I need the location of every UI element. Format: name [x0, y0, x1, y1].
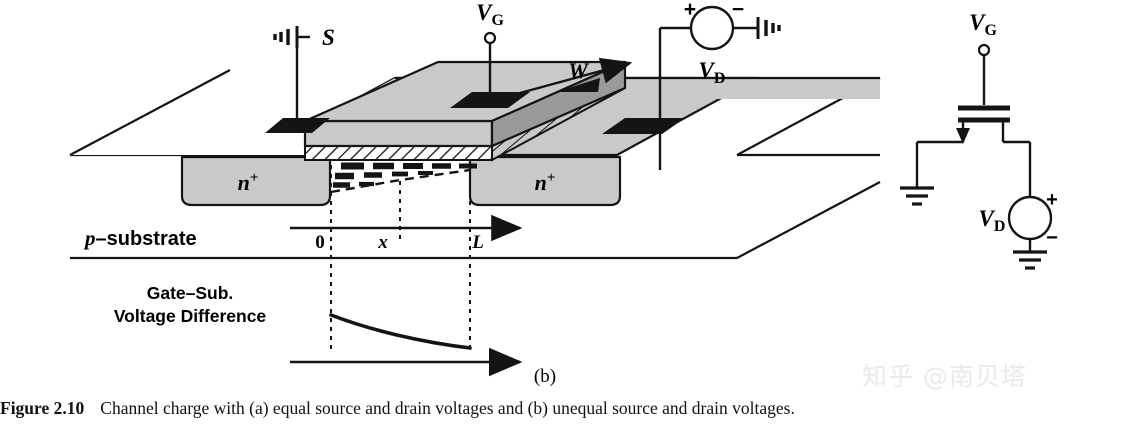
gate-voltage-label: VG: [476, 0, 504, 29]
figure-caption-text: Channel charge with (a) equal source and…: [100, 398, 795, 418]
substrate-word: –substrate: [96, 228, 197, 250]
plot-title-line1: Gate–Sub.: [147, 283, 234, 303]
voltage-difference-plot: Gate–Sub. Voltage Difference: [114, 283, 523, 377]
axis-tick-L: L: [471, 232, 484, 253]
equivalent-circuit-schematic: VG + − VD: [900, 10, 1058, 270]
nmos-arrow: [956, 128, 970, 144]
figure-number: Figure 2.10: [0, 398, 85, 418]
nplus-region-left: n+: [180, 155, 332, 207]
schematic-gate-label: VG: [969, 10, 997, 39]
axis-tick-x: x: [377, 232, 388, 253]
voltage-source-circle: [689, 5, 735, 51]
drain-terminal: + − VD: [658, 0, 781, 170]
schematic-minus: −: [1046, 227, 1058, 249]
svg-text:p–substrate: p–substrate: [83, 226, 197, 250]
substrate-p: p: [83, 226, 96, 250]
depletion-boundary: [330, 168, 471, 194]
width-label: W: [568, 58, 589, 83]
schematic-gate-node: [977, 43, 991, 57]
plot-title-line2: Voltage Difference: [114, 306, 267, 326]
schematic-plus: +: [1046, 189, 1058, 211]
nplus-region-right: n+: [468, 155, 622, 207]
schematic-vd-source: [1007, 195, 1053, 241]
gate-terminal: VG: [476, 0, 504, 103]
vd-minus-sign: −: [732, 0, 744, 21]
substrate-label: p–substrate: [83, 226, 197, 250]
width-dimension: W: [519, 57, 633, 95]
contact-pad-drain: [602, 118, 685, 134]
schematic-drain-label: VD: [979, 206, 1006, 235]
vd-plus-sign: +: [684, 0, 696, 21]
watermark: 知乎 @南贝塔: [862, 362, 1027, 391]
gate-depth-arrow: [556, 78, 600, 92]
figure-caption: Figure 2.10 Channel charge with (a) equal…: [0, 398, 1122, 428]
axis-tick-0: 0: [315, 232, 325, 253]
source-terminal: S: [273, 25, 335, 128]
channel-charge-wedge: [330, 162, 477, 194]
source-label: S: [322, 25, 335, 50]
voltage-decay-curve: [329, 313, 472, 350]
drain-voltage-label: VD: [699, 58, 726, 87]
x-axis: 0 x L: [290, 214, 523, 253]
mosfet-diagram: n+ n+ W: [69, 0, 1058, 387]
part-label: (b): [534, 366, 556, 387]
